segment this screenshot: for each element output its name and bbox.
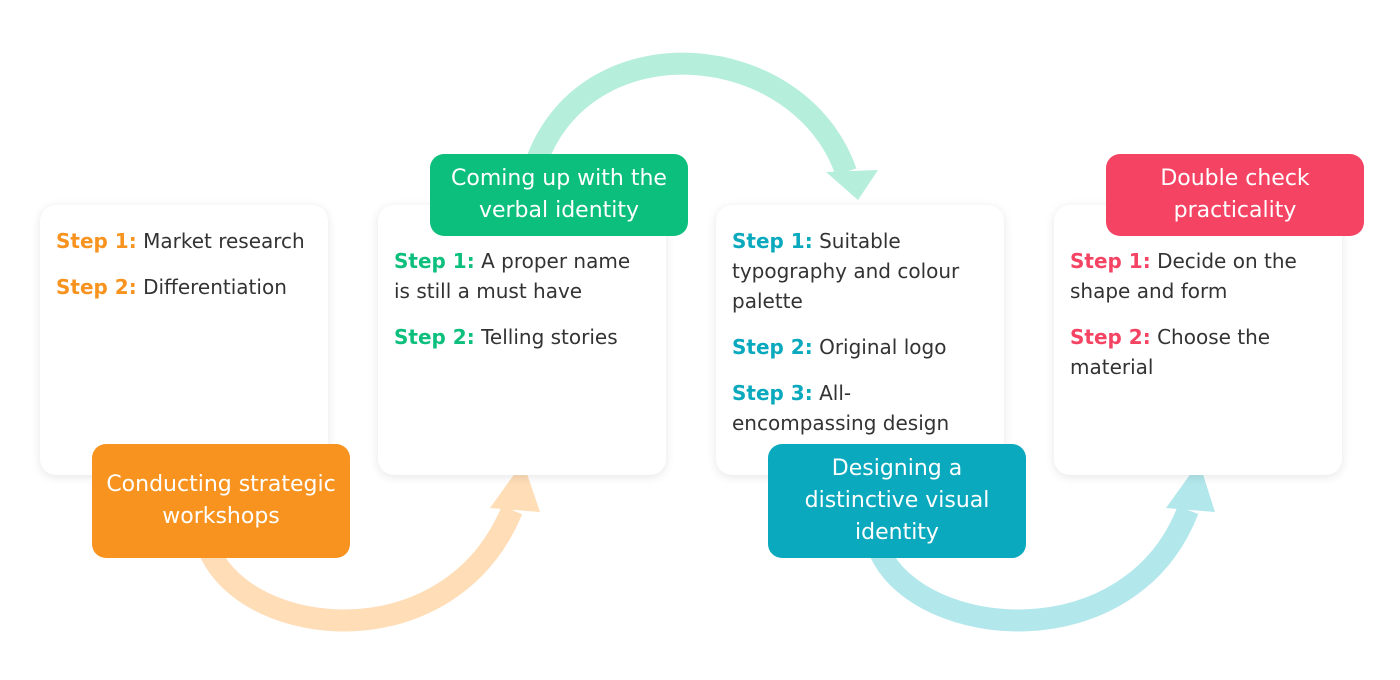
stage-label-workshops: Conducting strategic workshops xyxy=(92,444,350,558)
stage-label-visual-identity: Designing a distinctive visual identity xyxy=(768,444,1026,558)
step-text: Decide on the shape and form xyxy=(1070,249,1297,303)
step-prefix: Step 2: xyxy=(732,335,813,359)
step-item: Step 1: A proper name is still a must ha… xyxy=(394,246,650,306)
step-item: Step 2: Differentiation xyxy=(56,272,312,302)
step-prefix: Step 3: xyxy=(732,381,813,405)
step-prefix: Step 2: xyxy=(56,275,137,299)
stage-card-practicality: Step 1: Decide on the shape and form Ste… xyxy=(1054,205,1342,475)
step-text: Differentiation xyxy=(143,275,287,299)
step-text: Choose the material xyxy=(1070,325,1271,379)
step-item: Step 2: Choose the material xyxy=(1070,322,1326,382)
stage-card-visual-identity: Step 1: Suitable typography and colour p… xyxy=(716,205,1004,475)
step-item: Step 3: All-encompassing design xyxy=(732,378,988,438)
step-prefix: Step 2: xyxy=(394,325,475,349)
step-text: A proper name is still a must have xyxy=(394,249,631,303)
step-text: All-encompassing design xyxy=(732,381,950,435)
step-item: Step 1: Market research xyxy=(56,226,312,256)
step-prefix: Step 1: xyxy=(732,229,813,253)
step-text: Market research xyxy=(143,229,305,253)
step-text: Original logo xyxy=(819,335,947,359)
stage-label-practicality: Double check practicality xyxy=(1106,154,1364,236)
curved-arrow-icon xyxy=(526,52,878,200)
step-prefix: Step 2: xyxy=(1070,325,1151,349)
step-item: Step 1: Suitable typography and colour p… xyxy=(732,226,988,316)
step-text: Telling stories xyxy=(481,325,618,349)
stage-card-verbal-identity: Step 1: A proper name is still a must ha… xyxy=(378,205,666,475)
step-prefix: Step 1: xyxy=(1070,249,1151,273)
step-item: Step 2: Telling stories xyxy=(394,322,650,352)
step-prefix: Step 1: xyxy=(394,249,475,273)
step-item: Step 2: Original logo xyxy=(732,332,988,362)
step-prefix: Step 1: xyxy=(56,229,137,253)
step-item: Step 1: Decide on the shape and form xyxy=(1070,246,1326,306)
step-text: Suitable typography and colour palette xyxy=(732,229,960,313)
stage-label-verbal-identity: Coming up with the verbal identity xyxy=(430,154,688,236)
stage-card-workshops: Step 1: Market research Step 2: Differen… xyxy=(40,205,328,475)
curved-arrow-icon xyxy=(199,462,540,632)
